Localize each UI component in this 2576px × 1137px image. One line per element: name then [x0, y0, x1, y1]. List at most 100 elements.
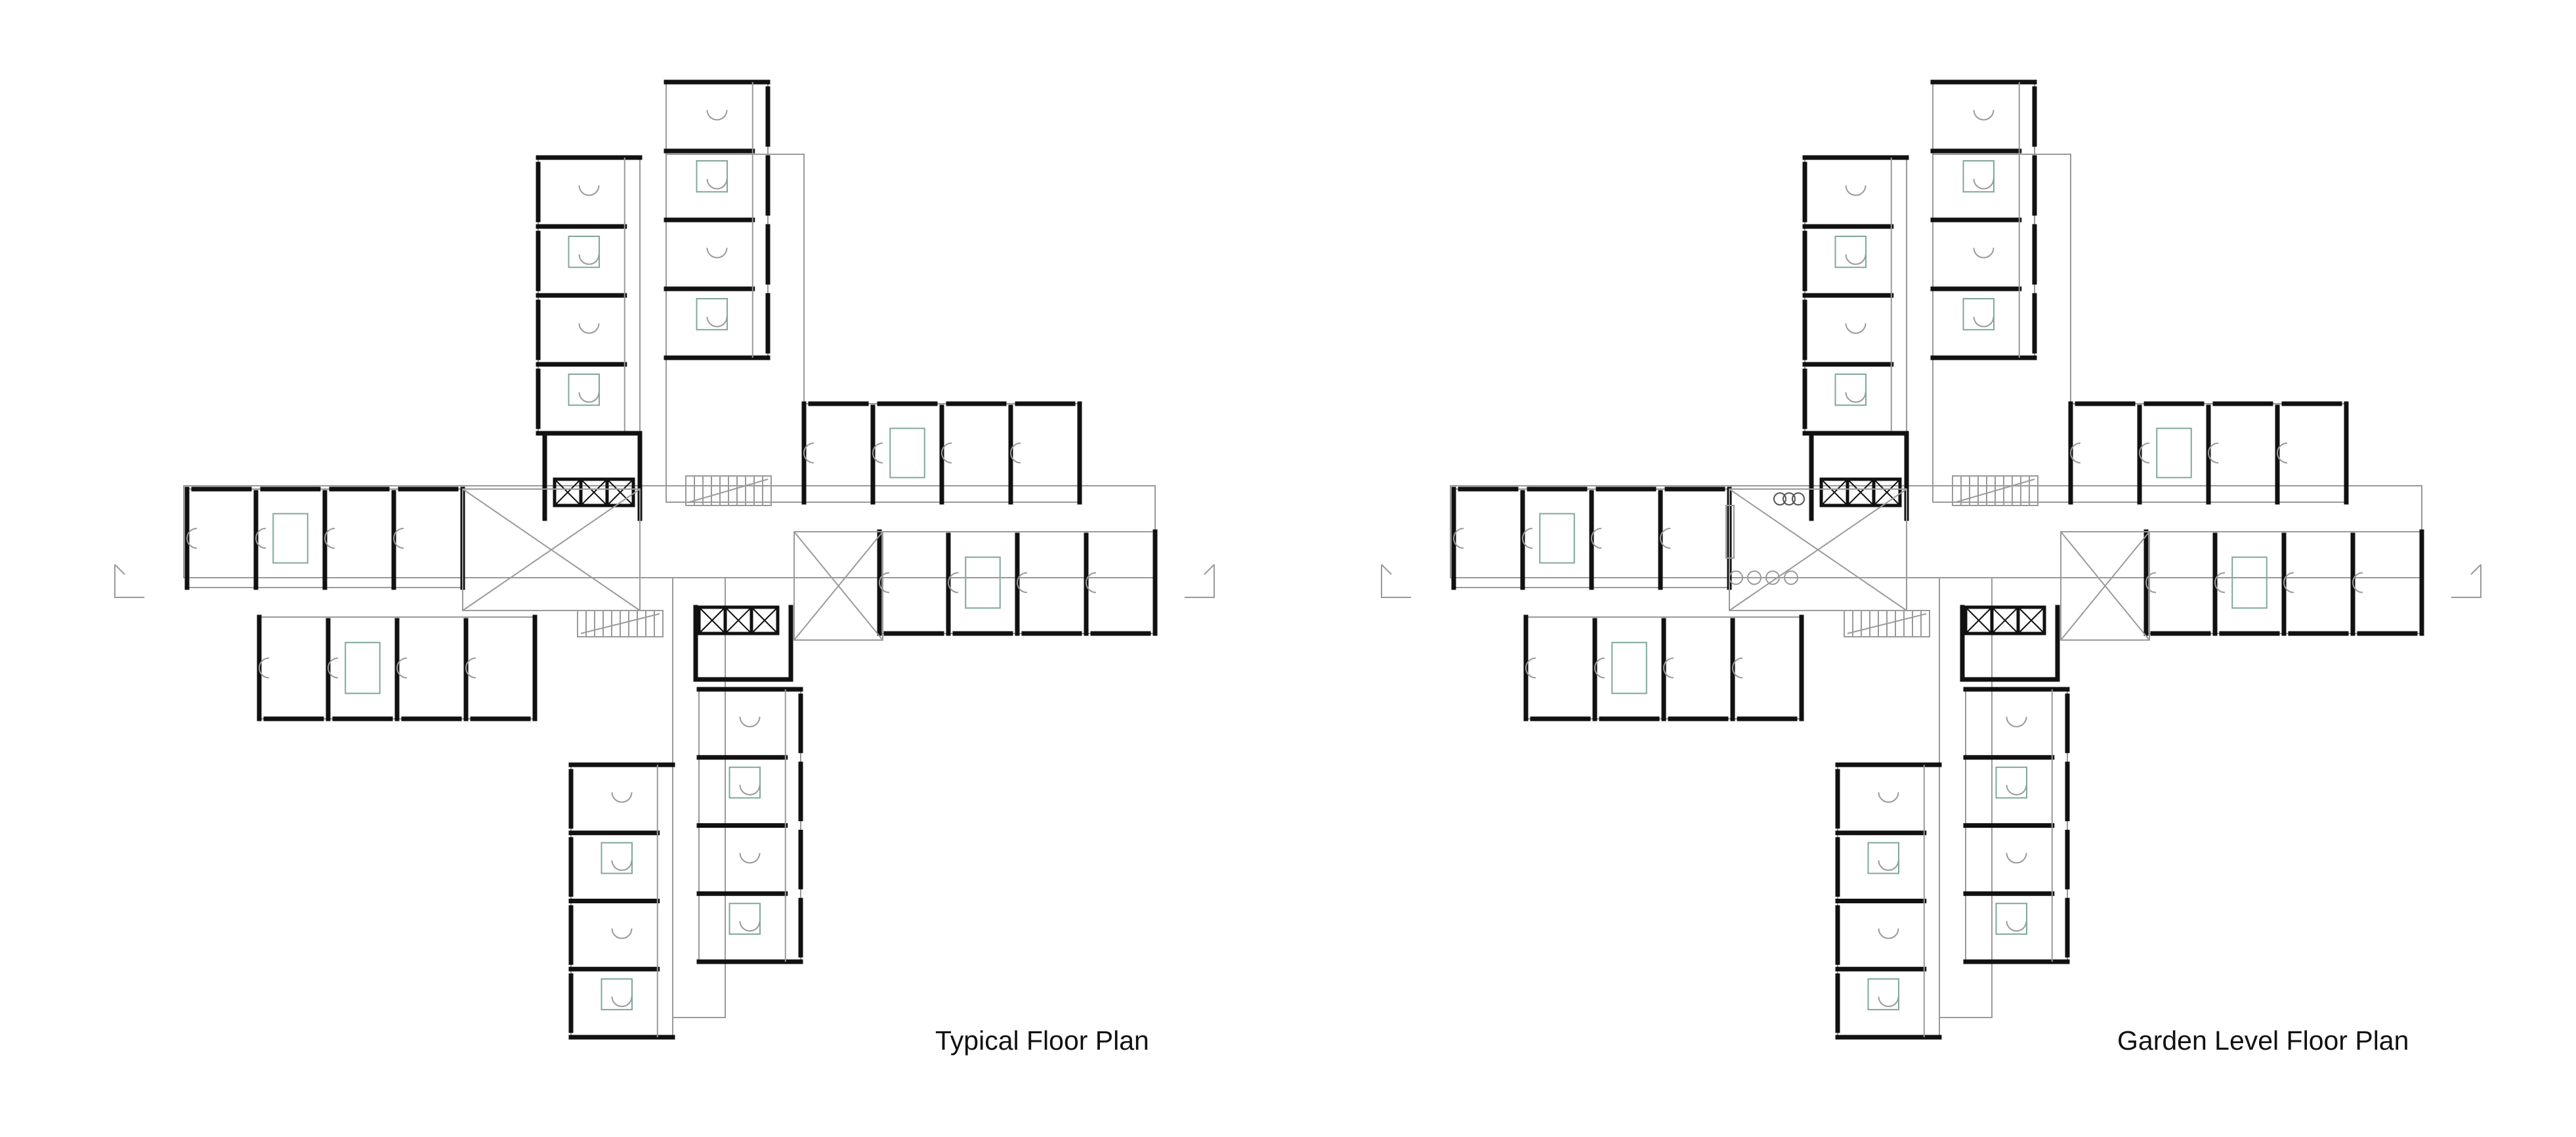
elevator-cross	[698, 607, 726, 634]
door-swing	[1663, 657, 1674, 679]
section-marker	[1185, 565, 1215, 598]
door-swing	[2352, 572, 2363, 593]
bathroom-fixture	[728, 766, 761, 799]
bathroom-fixture	[1995, 766, 2027, 799]
elevator-shaft	[605, 477, 635, 507]
bathroom-fixture	[889, 427, 925, 479]
door-swing	[255, 528, 266, 549]
door-swing	[1845, 254, 1867, 265]
door-swing	[1732, 657, 1743, 679]
door-swing	[1878, 997, 1899, 1008]
bathroom-fixture	[1539, 513, 1575, 564]
elevator-cross	[580, 479, 608, 506]
door-swing	[2006, 784, 2027, 796]
typical-floor-plan-drawing	[114, 79, 1215, 1040]
planter-circle	[1765, 570, 1780, 585]
corridor	[665, 154, 805, 503]
door-swing	[2070, 442, 2081, 463]
door-swing	[1845, 323, 1867, 334]
bathroom-fixture	[1962, 298, 1995, 331]
bathroom-fixture	[1834, 374, 1867, 406]
door-swing	[1010, 442, 1021, 463]
planter-circle	[1784, 570, 1798, 585]
door-swing	[611, 860, 633, 871]
bathroom-fixture	[1962, 160, 1995, 193]
stair-arrow	[1847, 613, 1927, 634]
door-swing	[1525, 657, 1536, 679]
door-swing	[706, 316, 728, 328]
door-swing	[1878, 860, 1899, 871]
elevator-cross	[1991, 607, 2019, 634]
door-swing	[706, 179, 728, 190]
tree-symbol	[1783, 492, 1796, 505]
bathroom-fixture	[568, 374, 600, 406]
bathroom-fixture	[1867, 978, 1899, 1010]
door-swing	[578, 323, 600, 334]
door-swing	[948, 572, 959, 593]
door-swing	[465, 657, 476, 679]
door-swing	[1845, 185, 1867, 196]
bathroom-fixture	[345, 641, 381, 695]
bathroom-fixture	[1995, 903, 2027, 935]
tree-symbol	[1792, 492, 1805, 505]
bathroom-fixture	[601, 842, 633, 874]
elevator-cross	[1965, 607, 1993, 634]
door-swing	[1973, 179, 1995, 190]
door-swing	[327, 657, 339, 679]
bathroom-fixture	[1834, 236, 1867, 268]
void-diagonal	[2060, 531, 2150, 641]
door-swing	[2139, 442, 2150, 463]
door-swing	[1878, 928, 1899, 939]
door-swing	[2208, 442, 2219, 463]
section-marker-tick	[1381, 564, 1392, 575]
door-swing	[706, 110, 728, 121]
door-swing	[578, 254, 600, 265]
door-swing	[611, 792, 633, 803]
door-swing	[611, 997, 633, 1008]
bench	[1725, 505, 1735, 559]
door-swing	[2277, 442, 2288, 463]
void-outline	[793, 531, 883, 641]
door-swing	[1973, 247, 1995, 259]
door-swing	[1845, 392, 1867, 403]
planter-circle	[1729, 570, 1743, 585]
elevator-cross	[1847, 479, 1874, 506]
door-swing	[2214, 572, 2226, 593]
door-swing	[1660, 528, 1671, 549]
door-swing	[739, 853, 761, 864]
door-swing	[879, 572, 890, 593]
door-swing	[2283, 572, 2294, 593]
door-swing	[2006, 853, 2027, 864]
door-swing	[1878, 792, 1899, 803]
bathroom-fixture	[2156, 427, 2192, 479]
door-swing	[2006, 716, 2027, 727]
door-swing	[611, 928, 633, 939]
section-marker-tick	[2470, 564, 2481, 575]
void-diagonal	[462, 488, 641, 611]
garden-level-floor-plan-title: Garden Level Floor Plan	[2117, 1025, 2409, 1056]
bathroom-fixture	[696, 160, 728, 193]
door-swing	[393, 528, 404, 549]
stair-arrow	[688, 479, 769, 503]
elevator-cross	[2017, 607, 2045, 634]
void-diagonal	[1729, 488, 1907, 611]
elevator-cross	[554, 479, 581, 506]
bathroom-fixture	[696, 298, 728, 331]
bathroom-fixture	[728, 903, 761, 935]
elevator-cross	[751, 607, 778, 634]
bathroom-fixture	[568, 236, 600, 268]
elevator-shaft	[750, 605, 780, 635]
garden-level-floor-plan-drawing	[1381, 79, 2481, 1040]
void-outline	[2060, 531, 2150, 641]
door-swing	[739, 716, 761, 727]
bathroom-fixture	[1611, 641, 1647, 695]
section-marker	[1381, 565, 1411, 598]
door-swing	[1453, 528, 1464, 549]
door-swing	[1973, 316, 1995, 328]
void-outline	[1729, 488, 1907, 611]
door-swing	[803, 442, 814, 463]
void-diagonal	[793, 531, 883, 641]
void-outline	[462, 488, 641, 611]
bathroom-fixture	[1867, 842, 1899, 874]
door-swing	[1086, 572, 1097, 593]
